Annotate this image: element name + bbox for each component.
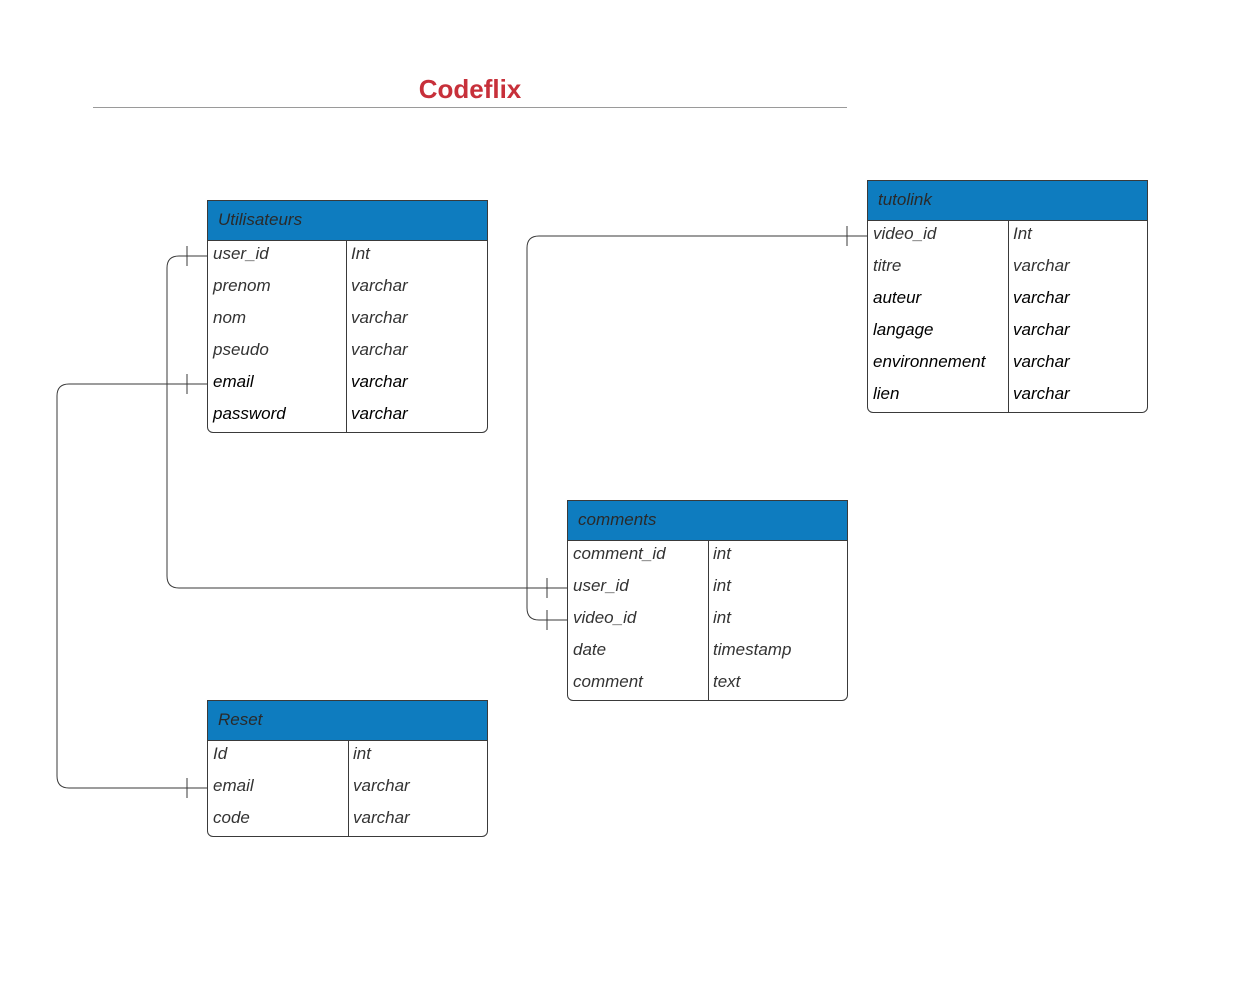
title-underline — [93, 107, 847, 108]
field-name: password — [213, 404, 286, 423]
field-type: varchar — [1013, 320, 1070, 339]
field-type: varchar — [351, 404, 408, 423]
field-type: varchar — [353, 808, 410, 827]
field-row: video_id int — [568, 605, 847, 637]
field-row: pseudo varchar — [208, 337, 487, 369]
field-row: user_id int — [568, 573, 847, 605]
field-name: langage — [873, 320, 934, 339]
field-type: int — [713, 608, 731, 627]
field-name: video_id — [573, 608, 637, 627]
field-row: email varchar — [208, 369, 487, 401]
field-row: video_id Int — [868, 221, 1147, 253]
field-row: Id int — [208, 741, 487, 773]
relationship-email-line — [56, 383, 207, 789]
entity-comments[interactable]: comments comment_id int user_id int vide… — [567, 500, 848, 701]
field-row: email varchar — [208, 773, 487, 805]
field-type: int — [713, 544, 731, 563]
entity-tutolink-header: tutolink — [868, 181, 1147, 221]
field-type: timestamp — [713, 640, 792, 659]
field-row: prenom varchar — [208, 273, 487, 305]
field-row: titre varchar — [868, 253, 1147, 285]
field-row: comment_id int — [568, 541, 847, 573]
field-name: auteur — [873, 288, 922, 307]
field-name: comment_id — [573, 544, 666, 563]
column-divider — [1008, 221, 1009, 413]
column-divider — [348, 741, 349, 837]
field-type: varchar — [351, 276, 408, 295]
diagram-title: Codeflix — [418, 74, 522, 104]
column-divider — [708, 541, 709, 701]
field-name: email — [213, 372, 254, 391]
field-type: varchar — [351, 372, 408, 391]
field-name: lien — [873, 384, 900, 403]
field-row: lien varchar — [868, 381, 1147, 413]
field-type: varchar — [1013, 256, 1070, 275]
field-type: text — [713, 672, 741, 691]
field-name: environnement — [873, 352, 986, 371]
field-type: varchar — [351, 340, 408, 359]
field-name: user_id — [573, 576, 629, 595]
entity-comments-header: comments — [568, 501, 847, 541]
field-row: nom varchar — [208, 305, 487, 337]
field-name: date — [573, 640, 607, 659]
field-type: varchar — [351, 308, 408, 327]
field-row: environnement varchar — [868, 349, 1147, 381]
field-type: Int — [351, 244, 370, 263]
field-type: varchar — [1013, 352, 1070, 371]
field-name: nom — [213, 308, 247, 327]
field-row: date timestamp — [568, 637, 847, 669]
field-row: code varchar — [208, 805, 487, 837]
field-name: Id — [213, 744, 228, 763]
entity-tutolink[interactable]: tutolink video_id Int titre varchar aute… — [867, 180, 1148, 413]
entity-reset-header: Reset — [208, 701, 487, 741]
field-type: varchar — [1013, 384, 1070, 403]
field-name: titre — [873, 256, 902, 275]
field-name: pseudo — [213, 340, 269, 359]
field-name: comment — [573, 672, 643, 691]
field-row: comment text — [568, 669, 847, 701]
field-type: int — [353, 744, 371, 763]
field-row: password varchar — [208, 401, 487, 433]
entity-utilisateurs[interactable]: Utilisateurs user_id Int prenom varchar … — [207, 200, 488, 433]
field-type: int — [713, 576, 731, 595]
entity-reset[interactable]: Reset Id int email varchar code varchar — [207, 700, 488, 837]
field-type: varchar — [353, 776, 410, 795]
field-row: user_id Int — [208, 241, 487, 273]
column-divider — [346, 241, 347, 433]
field-type: Int — [1013, 224, 1032, 243]
field-name: prenom — [213, 276, 271, 295]
field-name: email — [213, 776, 254, 795]
field-type: varchar — [1013, 288, 1070, 307]
field-row: auteur varchar — [868, 285, 1147, 317]
field-name: code — [213, 808, 250, 827]
field-name: video_id — [873, 224, 937, 243]
field-row: langage varchar — [868, 317, 1147, 349]
entity-utilisateurs-header: Utilisateurs — [208, 201, 487, 241]
field-name: user_id — [213, 244, 269, 263]
